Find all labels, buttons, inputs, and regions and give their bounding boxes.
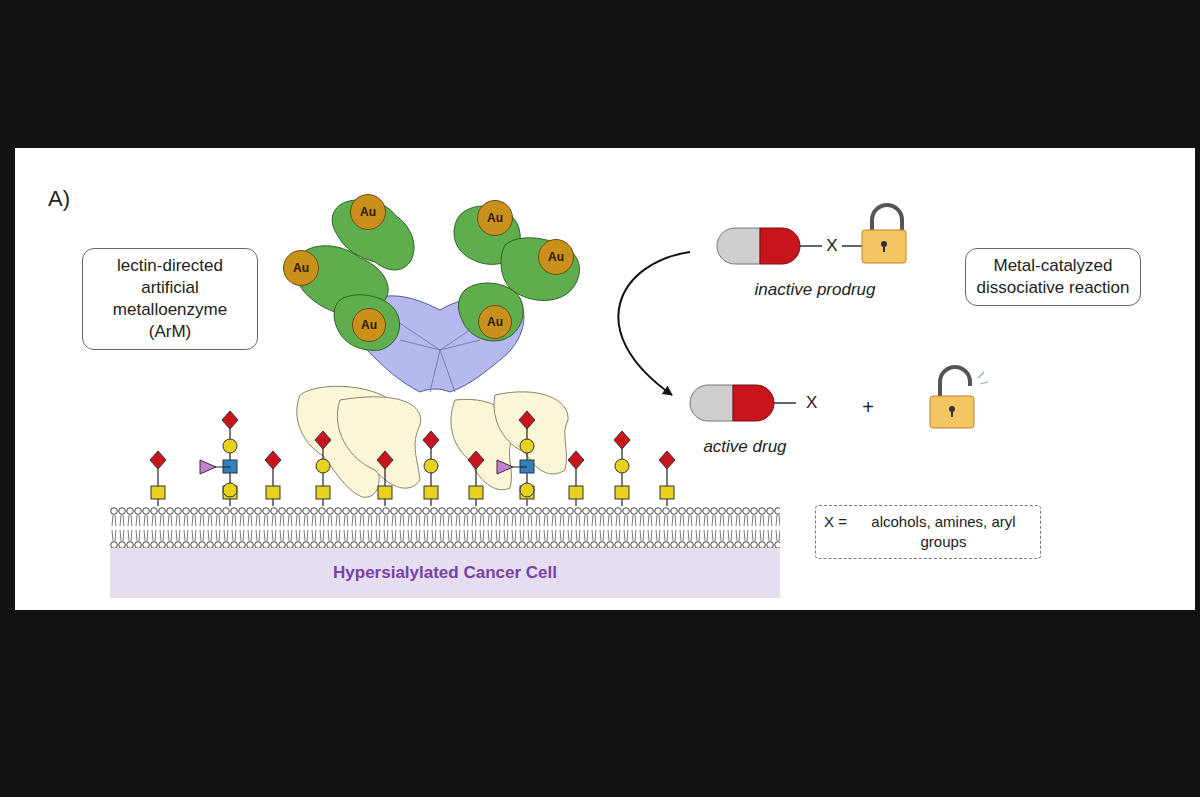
label: A) <box>48 186 70 212</box>
gold-atom: Au <box>352 308 386 342</box>
label: X <box>826 236 837 256</box>
node-text: Au <box>487 315 503 329</box>
reaction-arrow <box>618 252 690 395</box>
prodrug-pill <box>717 228 862 264</box>
gold-atom: Au <box>478 305 512 339</box>
rounded-box: Metal-catalyzed dissociative reaction <box>965 248 1141 306</box>
node-text: Au <box>360 205 376 219</box>
cell-band: Hypersialylated Cancer Cell <box>110 548 780 598</box>
gold-atom: Au <box>283 250 319 286</box>
definition-box: X = alcohols, amines, aryl groups <box>815 505 1041 559</box>
glycans <box>150 411 675 506</box>
node-text: Au <box>548 250 564 264</box>
node-text: alcohols, amines, aryl groups <box>855 512 1032 552</box>
node-text: lectin-directed artificial metalloenzyme… <box>91 255 249 343</box>
label: inactive prodrug <box>755 280 876 300</box>
label: X <box>806 393 817 413</box>
gold-atom: Au <box>538 239 574 275</box>
protein-scaffold <box>296 200 579 351</box>
open-lock <box>930 367 988 428</box>
gold-atom: Au <box>477 200 513 236</box>
node-text: Au <box>487 211 503 225</box>
node-text: Au <box>293 261 309 275</box>
node-text: Hypersialylated Cancer Cell <box>333 563 557 583</box>
label: active drug <box>703 437 786 457</box>
node-text: X = <box>824 512 847 552</box>
closed-lock <box>862 205 906 263</box>
rounded-box: lectin-directed artificial metalloenzyme… <box>82 248 258 350</box>
node-text: Au <box>361 318 377 332</box>
gold-atom: Au <box>350 194 386 230</box>
node-text: Metal-catalyzed dissociative reaction <box>974 255 1132 299</box>
drug-pill <box>690 385 796 421</box>
label: + <box>862 396 874 419</box>
lipid-bilayer <box>110 506 780 550</box>
